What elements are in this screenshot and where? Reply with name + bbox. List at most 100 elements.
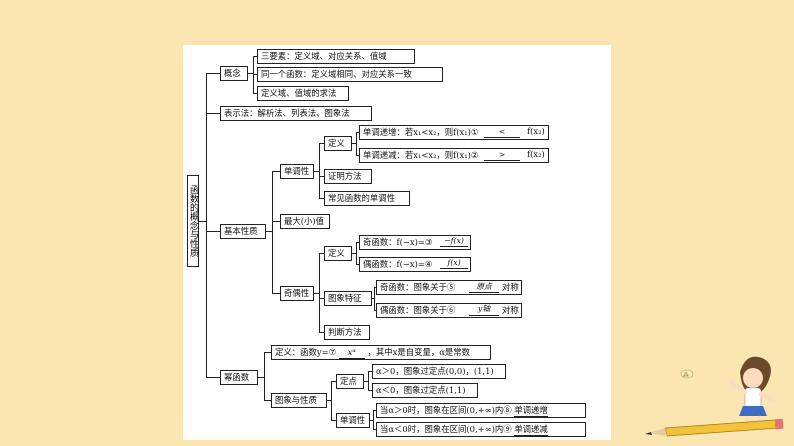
- alpha-negative-answer: 单调递减: [514, 424, 548, 436]
- connector: [373, 410, 376, 411]
- connector: [356, 155, 359, 156]
- connector: [258, 377, 265, 378]
- even-graph-text: 偶函数：图象关于⑥: [380, 305, 456, 315]
- connector: [272, 171, 273, 293]
- connector: [370, 420, 374, 421]
- power-definition-node: 定义：函数y=⑦ xᵅ ，其中x是自变量，α是常数: [271, 345, 491, 360]
- connector: [373, 410, 374, 430]
- connector: [327, 400, 332, 401]
- connector: [319, 253, 320, 332]
- odd-graph-answer: 原点: [476, 282, 492, 291]
- even-graph-tail: 对称: [502, 305, 519, 315]
- connector: [356, 132, 357, 156]
- connector: [253, 56, 257, 57]
- connector: [314, 171, 320, 172]
- monotonic-definition-node: 定义: [324, 136, 352, 151]
- even-graph-node: 偶函数：图象关于⑥: [376, 303, 522, 318]
- connector: [319, 143, 320, 198]
- common-functions-node: 常见函数的单调性: [324, 191, 410, 206]
- even-graph-answer: y轴: [477, 304, 491, 313]
- answer-underline: [469, 292, 499, 293]
- connector: [264, 400, 271, 401]
- odd-answer: −f(x): [444, 236, 464, 245]
- connector: [206, 73, 220, 74]
- increase-answer: <: [498, 127, 506, 136]
- fixed-point-node: 定点: [336, 374, 364, 389]
- connector: [199, 221, 207, 222]
- monotonic-decrease-node: 单调递减：若x₁<x₂，则f(x₁)②: [359, 148, 549, 163]
- graph-properties-node: 图象与性质: [271, 393, 327, 408]
- connector: [319, 198, 324, 199]
- proof-method-node: 证明方法: [324, 169, 372, 184]
- monotonic-alpha-negative: 当α＜0时，图象在区间(0,+∞)内⑨ 单调递减: [376, 422, 586, 437]
- monotonic-increase-node: 单调递增：若x₁<x₂，则f(x₁)①: [359, 125, 549, 140]
- answer-underline: [440, 268, 468, 269]
- connector: [368, 371, 369, 391]
- concept-item: 三要素：定义域、对应关系、值域: [257, 49, 415, 64]
- power-definition-tail: ，其中x是自变量，α是常数: [367, 347, 470, 357]
- connector: [331, 420, 336, 421]
- monotonic-alpha-positive: 当α＞0时，图象在区间(0,+∞)内⑧ 单调递增: [376, 403, 586, 418]
- connector: [206, 113, 220, 114]
- alpha-negative-text: 当α＜0时，图象在区间(0,+∞)内⑨: [380, 424, 512, 434]
- power-monotonic-node: 单调性: [336, 413, 370, 428]
- connector: [266, 231, 273, 232]
- connector: [272, 293, 280, 294]
- decrease-tail: f(x₂): [527, 149, 545, 159]
- representation-node: 表示法：解析法、列表法、图象法: [220, 106, 372, 121]
- connector: [364, 381, 369, 382]
- svg-text:⁂: ⁂: [683, 372, 689, 379]
- answer-underline: [484, 137, 520, 138]
- answer-underline: [484, 160, 520, 161]
- connector: [374, 310, 376, 311]
- connector: [356, 242, 357, 264]
- connector: [206, 231, 220, 232]
- concept-item: 定义域、值域的求法: [257, 86, 349, 101]
- connector: [272, 171, 280, 172]
- connector: [253, 93, 257, 94]
- connector: [319, 332, 324, 333]
- connector: [314, 293, 320, 294]
- root-title: 函数的概念与性质: [187, 175, 199, 267]
- power-definition-text: 定义：函数y=⑦: [275, 347, 337, 357]
- connector: [331, 381, 332, 421]
- connector: [319, 298, 324, 299]
- concept-item: 同一个函数：定义域相同、对应关系一致: [257, 67, 443, 82]
- parity-node: 奇偶性: [280, 286, 314, 301]
- answer-underline: [440, 246, 468, 247]
- connector: [372, 298, 375, 299]
- connector: [374, 287, 375, 311]
- alpha-positive-text: 当α＞0时，图象在区间(0,+∞)内⑧: [380, 405, 512, 415]
- connector: [319, 143, 324, 144]
- even-answer: f(x): [447, 258, 461, 267]
- connector: [248, 73, 254, 74]
- connector: [253, 74, 257, 75]
- odd-graph-node: 奇函数：图象关于⑤: [376, 280, 522, 295]
- judge-method-node: 判断方法: [324, 325, 370, 340]
- cartoon-girl-illustration: ⁂: [645, 356, 784, 437]
- power-definition-answer: xᵅ: [338, 347, 365, 359]
- connector: [352, 253, 357, 254]
- decrease-answer: >: [498, 150, 506, 159]
- connector: [272, 221, 280, 222]
- connector: [264, 352, 265, 400]
- connector: [352, 143, 357, 144]
- fixed-point-positive: α＞0，图象过定点(0,0)，(1,1): [372, 364, 506, 379]
- monotonic-node: 单调性: [280, 164, 314, 179]
- connector: [356, 264, 359, 265]
- connector: [264, 352, 271, 353]
- connector: [356, 132, 359, 133]
- answer-underline: [469, 315, 499, 316]
- connector: [206, 377, 220, 378]
- connector: [373, 429, 376, 430]
- connector: [368, 371, 372, 372]
- connector: [331, 381, 336, 382]
- power-function-node: 幂函数: [220, 370, 258, 385]
- connector: [374, 287, 376, 288]
- connector: [356, 242, 359, 243]
- connector: [368, 390, 372, 391]
- fixed-point-negative: α＜0，图象过定点(1,1): [372, 383, 478, 398]
- parity-definition-node: 定义: [324, 246, 352, 261]
- connector: [319, 176, 324, 177]
- concept-node: 概念: [220, 66, 248, 81]
